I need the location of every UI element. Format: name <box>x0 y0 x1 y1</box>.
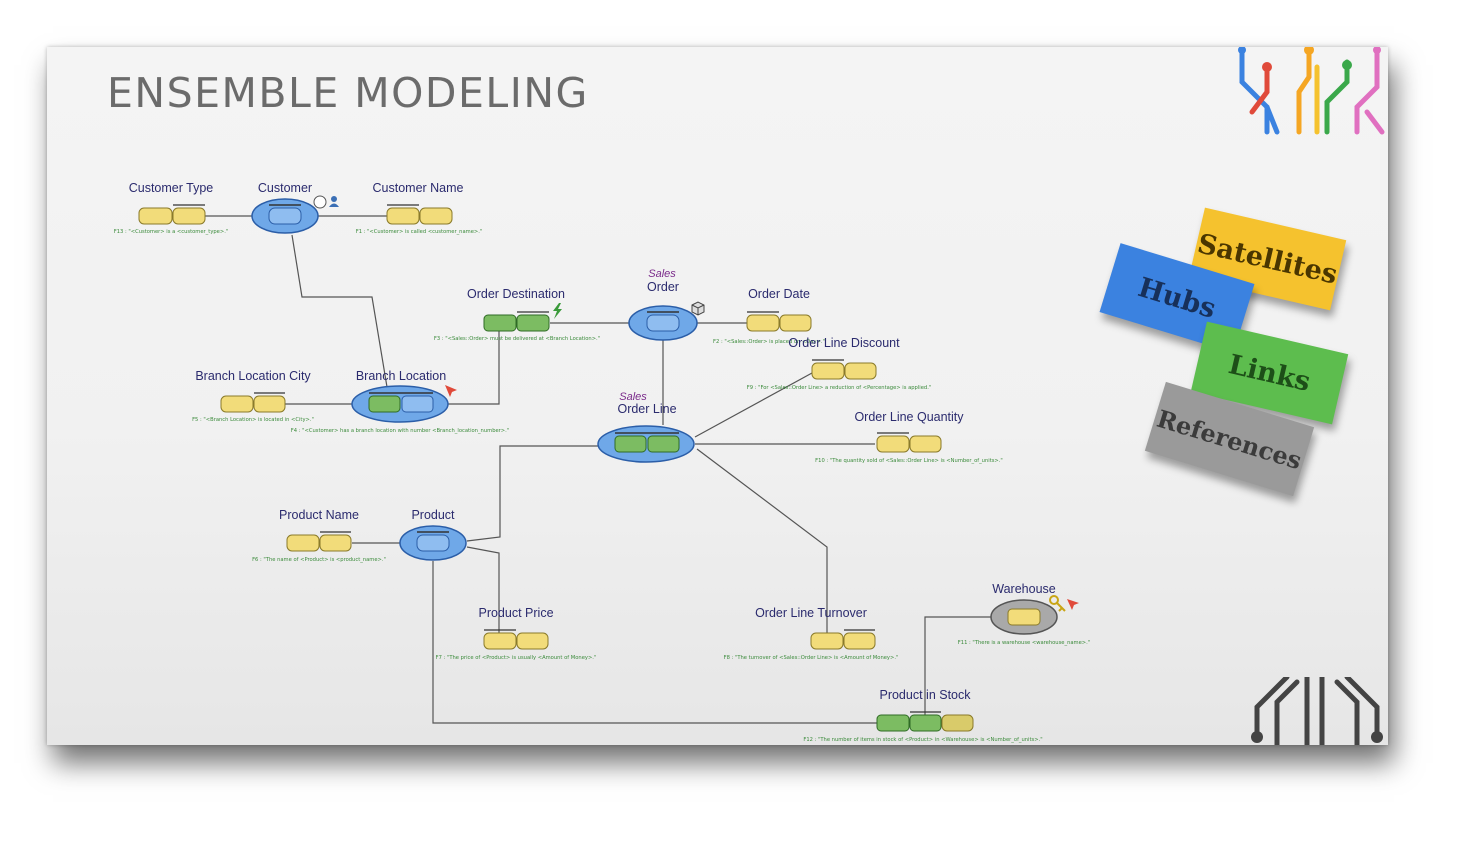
satellite-customer-type[interactable] <box>138 204 206 225</box>
link-order-destination-label: Order Destination <box>467 287 565 301</box>
fact-f7: F7 : "The price of <Product> is usually … <box>436 655 597 661</box>
fact-f10: F10 : "The quantity sold of <Sales::Orde… <box>815 458 1003 464</box>
fact-f6: F6 : "The name of <Product> is <product_… <box>252 557 386 563</box>
satellite-product-in-stock-label: Product in Stock <box>879 688 971 702</box>
satellite-order-line-quantity[interactable] <box>876 432 942 453</box>
satellite-order-line-turnover[interactable] <box>810 629 876 650</box>
satellite-order-line-turnover-label: Order Line Turnover <box>755 606 867 620</box>
satellite-branch-location-city[interactable] <box>220 392 286 413</box>
arrow-cursor-icon <box>445 385 1079 610</box>
satellite-product-in-stock[interactable] <box>876 711 974 732</box>
fact-f11: F11 : "There is a warehouse <warehouse_n… <box>958 640 1090 646</box>
satellite-order-line-discount[interactable] <box>811 359 877 380</box>
fact-f8: F8 : "The turnover of <Sales::Order Line… <box>724 655 899 661</box>
connector-lines <box>205 215 991 724</box>
satellite-order-date-label: Order Date <box>748 287 810 301</box>
fact-f4: F4 : "<Customer> has a branch location w… <box>291 428 509 434</box>
circuit-logo-bottom <box>1251 677 1383 745</box>
hub-warehouse[interactable] <box>990 599 1058 635</box>
hub-order-line-label: Order Line <box>617 402 676 416</box>
hub-order-prefix: Sales <box>648 268 676 280</box>
ensemble-diagram: Customer Sales Order Sales Order Line Br… <box>114 181 1090 743</box>
hub-product[interactable] <box>399 525 467 561</box>
fact-f12: F12 : "The number of items in stock of <… <box>803 737 1042 743</box>
lightning-icon <box>553 303 562 319</box>
hub-order-label: Order <box>647 280 679 294</box>
satellite-product-name[interactable] <box>286 531 352 552</box>
slide-title: ENSEMBLE MODELING <box>107 69 589 117</box>
hub-order-line[interactable] <box>597 425 695 463</box>
satellite-order-date[interactable] <box>746 311 812 332</box>
hub-order[interactable] <box>628 305 698 341</box>
satellite-product-price[interactable] <box>483 629 549 650</box>
fact-f13: F13 : "<Customer> is a <customer_type>." <box>114 229 229 235</box>
fact-f2: F2 : "<Sales::Order> is placed on <Day>.… <box>713 339 825 345</box>
hub-product-label: Product <box>411 508 455 522</box>
satellite-order-line-discount-label: Order Line Discount <box>788 336 900 350</box>
hub-customer[interactable] <box>251 198 319 234</box>
fact-f9: F9 : "For <Sales::Order Line> a reductio… <box>747 385 932 391</box>
fact-f5: F5 : "<Branch Location> is located in <C… <box>192 417 314 423</box>
link-order-destination[interactable] <box>483 311 550 332</box>
satellite-product-name-label: Product Name <box>279 508 359 522</box>
slide: ENSEMBLE MODELING <box>47 47 1388 745</box>
satellite-branch-location-city-label: Branch Location City <box>195 369 311 383</box>
user-icon <box>313 195 339 209</box>
satellite-customer-name[interactable] <box>386 204 453 225</box>
hub-branch-location[interactable] <box>351 385 449 423</box>
satellite-product-price-label: Product Price <box>478 606 553 620</box>
reference-warehouse-label: Warehouse <box>992 582 1056 596</box>
hub-order-line-prefix: Sales <box>619 391 647 403</box>
satellite-customer-type-label: Customer Type <box>129 181 214 195</box>
hub-branch-location-label: Branch Location <box>356 369 446 383</box>
satellite-order-line-quantity-label: Order Line Quantity <box>854 410 964 424</box>
key-icon <box>1049 595 1066 612</box>
satellite-customer-name-label: Customer Name <box>373 181 464 195</box>
cube-icon <box>691 301 705 316</box>
fact-f3: F3 : "<Sales::Order> must be delivered a… <box>434 336 600 342</box>
circuit-logo-top <box>1238 47 1385 135</box>
fact-f1: F1 : "<Customer> is called <customer_nam… <box>356 229 483 235</box>
hub-customer-label: Customer <box>258 181 312 195</box>
